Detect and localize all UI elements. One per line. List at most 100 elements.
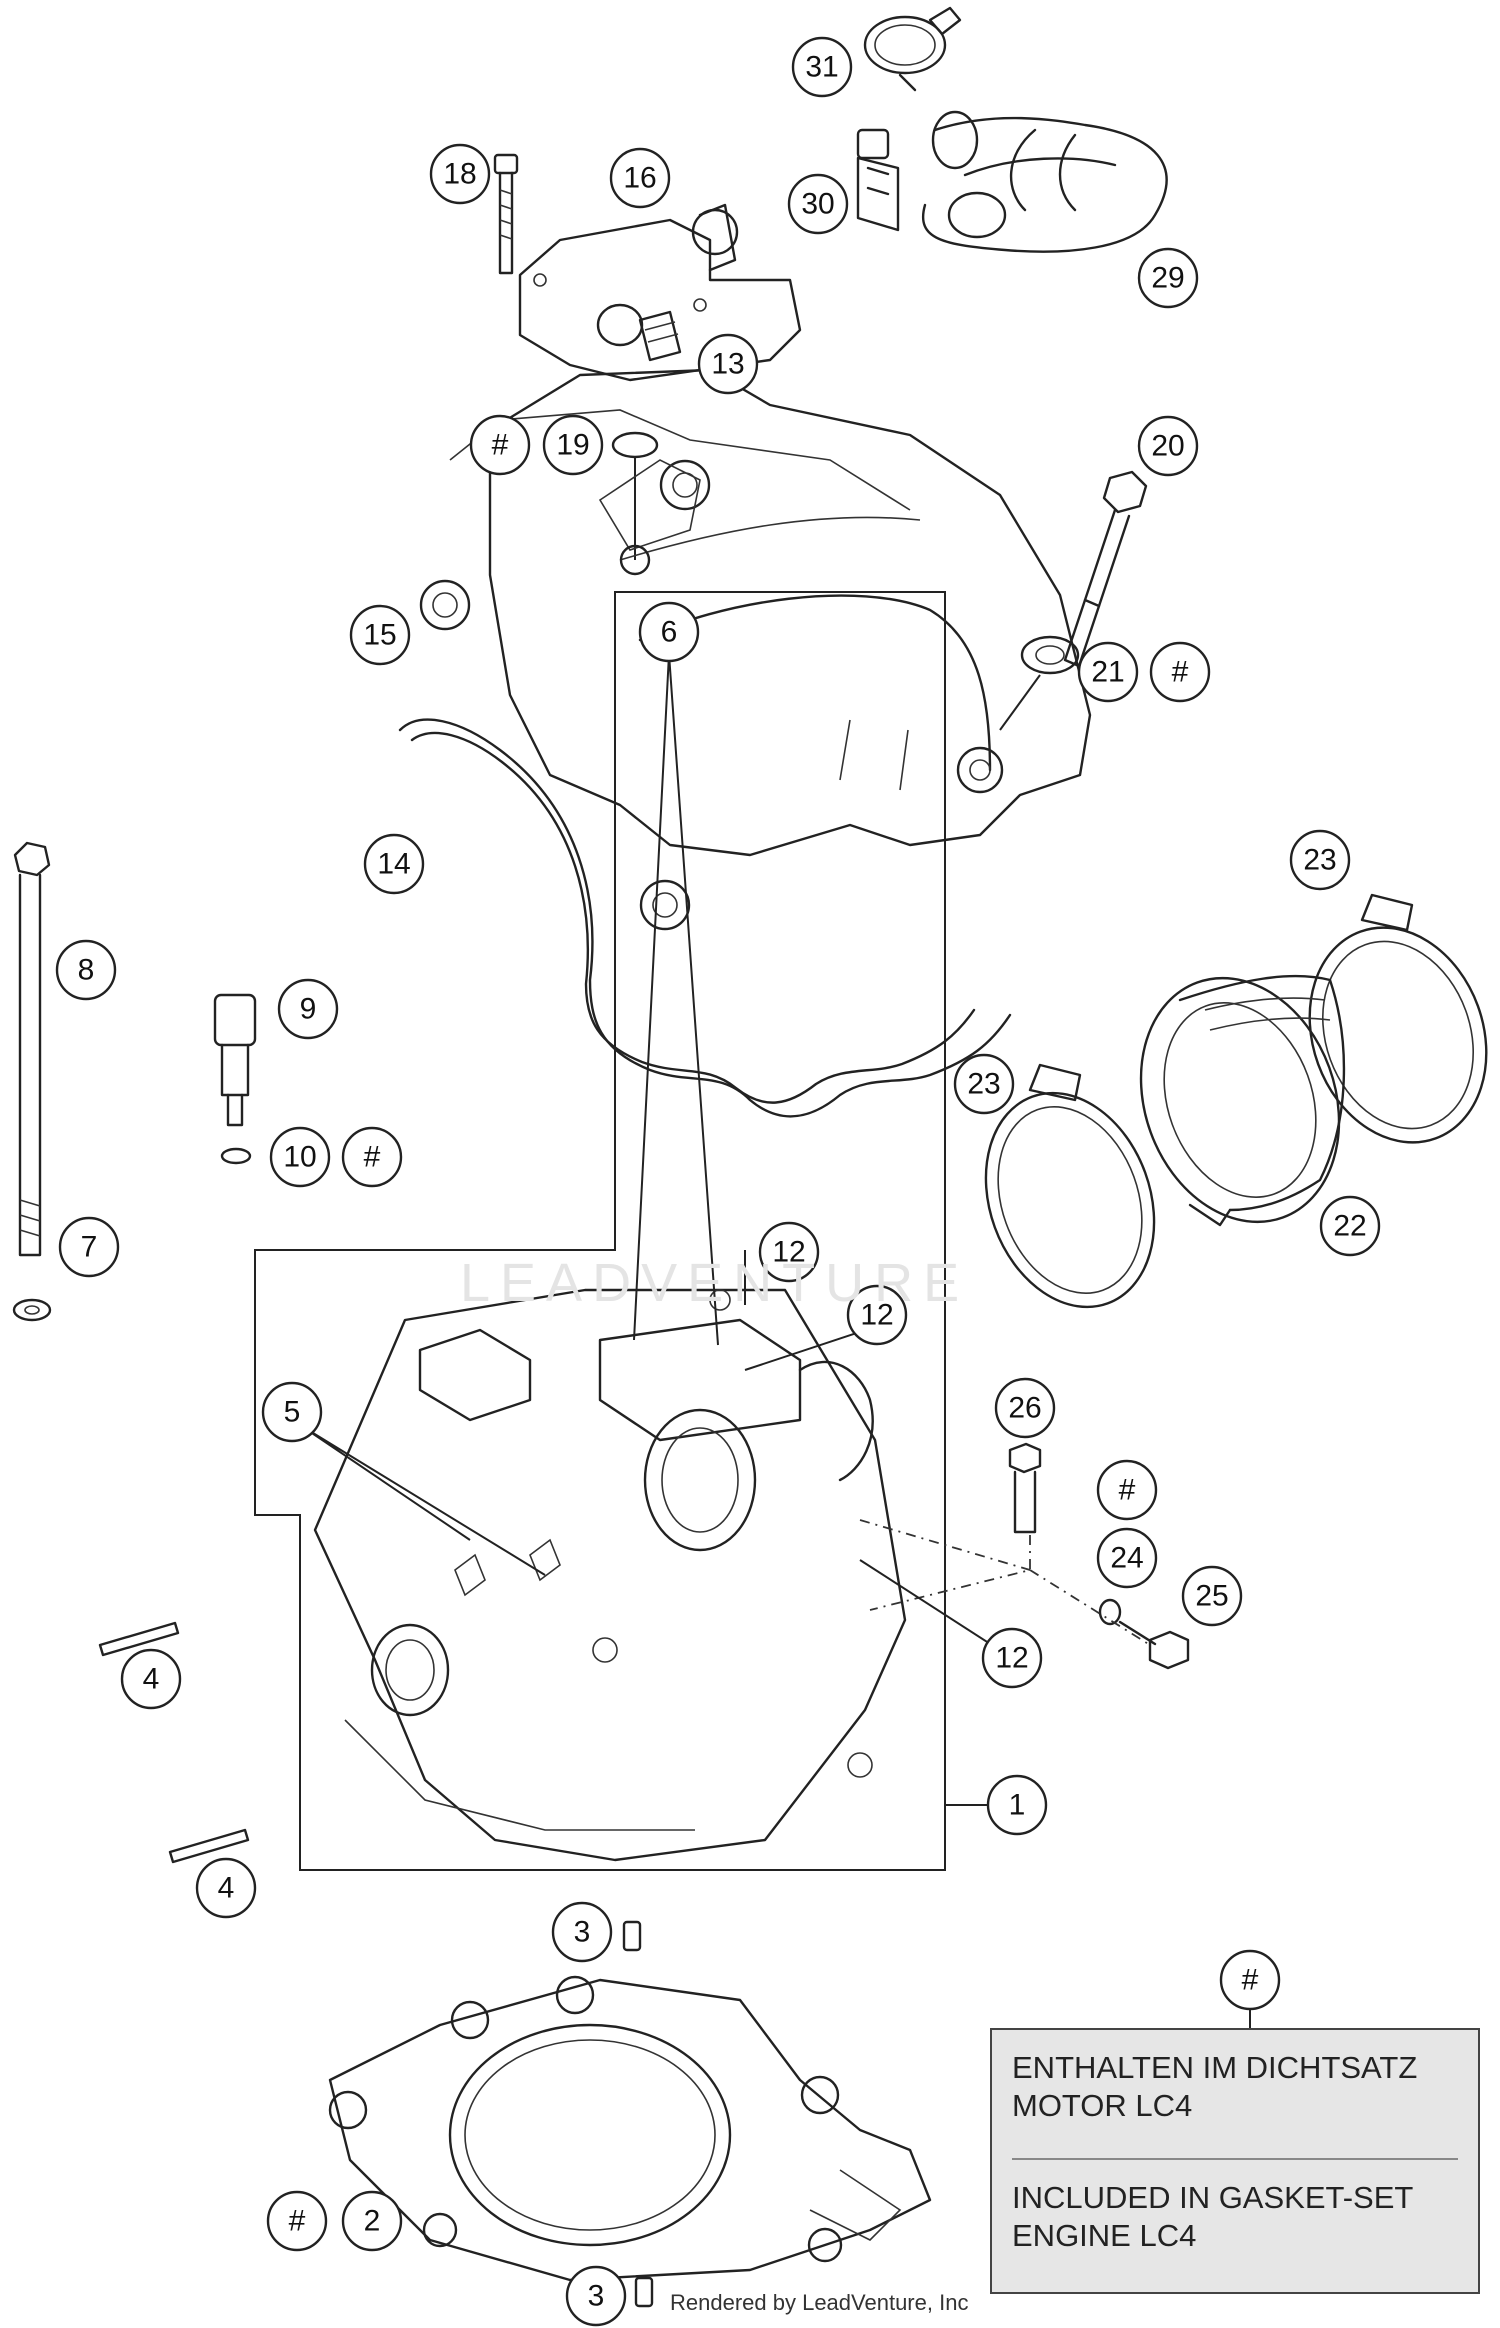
svg-text:4: 4 (143, 1663, 160, 1696)
callout-12-bottom: 12 (981, 1627, 1043, 1689)
part-temperature-sensor-9 (213, 993, 257, 1127)
svg-text:23: 23 (967, 1068, 1000, 1101)
svg-text:18: 18 (443, 158, 476, 191)
callout-19-gasket-set: # (469, 414, 531, 476)
callout-3-upper: 3 (551, 1901, 613, 1963)
callout-18: 18 (429, 143, 491, 205)
gasket-set-legend: ENTHALTEN IM DICHTSATZ MOTOR LC4 INCLUDE… (990, 2028, 1480, 2294)
svg-text:19: 19 (556, 429, 589, 462)
callout-4-upper: 4 (120, 1648, 182, 1710)
legend-divider (1012, 2158, 1458, 2160)
legend-german-line-1: ENTHALTEN IM DICHTSATZ (1012, 2050, 1418, 2085)
callout-30: 30 (787, 173, 849, 235)
svg-text:30: 30 (801, 188, 834, 221)
callout-legend-gasket-set: # (1219, 1949, 1281, 2011)
callout-7: 7 (58, 1216, 120, 1278)
part-dowel-pin-4b (168, 1828, 250, 1864)
leader-6 (633, 653, 719, 1346)
callout-10-gasket-set: # (341, 1126, 403, 1188)
part-breather-hose-29 (922, 110, 1168, 253)
callout-4-lower: 4 (195, 1857, 257, 1919)
watermark: LEADVENTURE (460, 1253, 970, 1313)
part-hose-clamp-31 (863, 6, 962, 92)
callout-14: 14 (363, 833, 425, 895)
callout-25: 25 (1181, 1565, 1243, 1627)
part-o-ring-10 (220, 1147, 252, 1165)
part-bolt-26 (1008, 1442, 1042, 1534)
part-washer-7 (12, 1298, 52, 1322)
svg-text:12: 12 (995, 1642, 1028, 1675)
svg-text:13: 13 (711, 348, 744, 381)
legend-english-line-1: INCLUDED IN GASKET-SET (1012, 2180, 1414, 2215)
part-clamp-23-lower (984, 1063, 1156, 1309)
callout-13: 13 (697, 333, 759, 395)
callout-22: 22 (1319, 1195, 1381, 1257)
callout-15: 15 (349, 604, 411, 666)
cylinder-head-outline-box-1 (254, 591, 946, 1871)
callout-24: 24 (1096, 1527, 1158, 1589)
part-washer-24 (1098, 1598, 1122, 1626)
callout-6: 6 (638, 601, 700, 663)
svg-text:16: 16 (623, 162, 656, 195)
svg-text:12: 12 (860, 1299, 893, 1332)
part-bolt-25 (1118, 1620, 1190, 1670)
svg-text:5: 5 (284, 1396, 301, 1429)
callout-23-lower: 23 (953, 1053, 1015, 1115)
callout-2: 2 (341, 2190, 403, 2252)
svg-text:6: 6 (661, 616, 678, 649)
part-screw-18 (493, 153, 519, 275)
svg-text:31: 31 (805, 51, 838, 84)
svg-text:9: 9 (300, 993, 317, 1026)
part-valve-cover-15 (419, 368, 1092, 931)
svg-text:#: # (364, 1141, 381, 1174)
callout-21: 21 (1077, 641, 1139, 703)
svg-text:12: 12 (772, 1236, 805, 1269)
callout-5: 5 (261, 1381, 323, 1443)
part-clamp-23-upper (1308, 893, 1488, 1144)
svg-text:15: 15 (363, 619, 396, 652)
part-cylinder-head (313, 1288, 907, 1862)
svg-text:26: 26 (1008, 1392, 1041, 1425)
callout-1: 1 (986, 1774, 1048, 1836)
part-head-gasket-2 (328, 1975, 932, 2282)
svg-text:#: # (1242, 1964, 1259, 1997)
part-bolt-20 (1063, 470, 1148, 668)
render-credit: Rendered by LeadVenture, Inc (670, 2290, 969, 2315)
callout-23-upper: 23 (1289, 829, 1351, 891)
svg-text:21: 21 (1091, 656, 1124, 689)
svg-text:#: # (289, 2205, 306, 2238)
svg-text:#: # (1172, 656, 1189, 689)
svg-text:25: 25 (1195, 1580, 1228, 1613)
svg-text:20: 20 (1151, 430, 1184, 463)
callout-21-gasket-set: # (1149, 641, 1211, 703)
part-sleeve-3a (622, 1920, 642, 1952)
legend-german-line-2: MOTOR LC4 (1012, 2088, 1193, 2123)
callout-2-gasket-set: # (266, 2190, 328, 2252)
part-cover-gasket-14 (398, 718, 1012, 1118)
svg-text:1: 1 (1009, 1789, 1026, 1822)
svg-text:2: 2 (364, 2205, 381, 2238)
callout-26: 26 (994, 1377, 1056, 1439)
part-thermostat-housing-16 (518, 203, 802, 382)
callout-9: 9 (277, 978, 339, 1040)
callout-10: 10 (269, 1126, 331, 1188)
part-sleeve-3b (634, 2276, 654, 2308)
part-dowel-pin-4a (98, 1621, 180, 1657)
svg-text:8: 8 (78, 954, 95, 987)
part-plug-13 (638, 310, 682, 362)
svg-text:24: 24 (1110, 1542, 1143, 1575)
assembly-line-bolts (859, 1519, 1151, 1646)
part-stud-bolt-8 (13, 841, 51, 1257)
svg-text:#: # (492, 429, 509, 462)
leader-5 (299, 1424, 546, 1576)
callout-31: 31 (791, 36, 853, 98)
callout-3-lower: 3 (565, 2265, 627, 2327)
svg-text:4: 4 (218, 1872, 235, 1905)
legend-english-line-2: ENGINE LC4 (1012, 2218, 1197, 2253)
svg-text:3: 3 (588, 2280, 605, 2313)
callout-12-top: 12 (758, 1221, 820, 1283)
callout-16: 16 (609, 147, 671, 209)
svg-text:14: 14 (377, 848, 410, 881)
svg-text:23: 23 (1303, 844, 1336, 877)
